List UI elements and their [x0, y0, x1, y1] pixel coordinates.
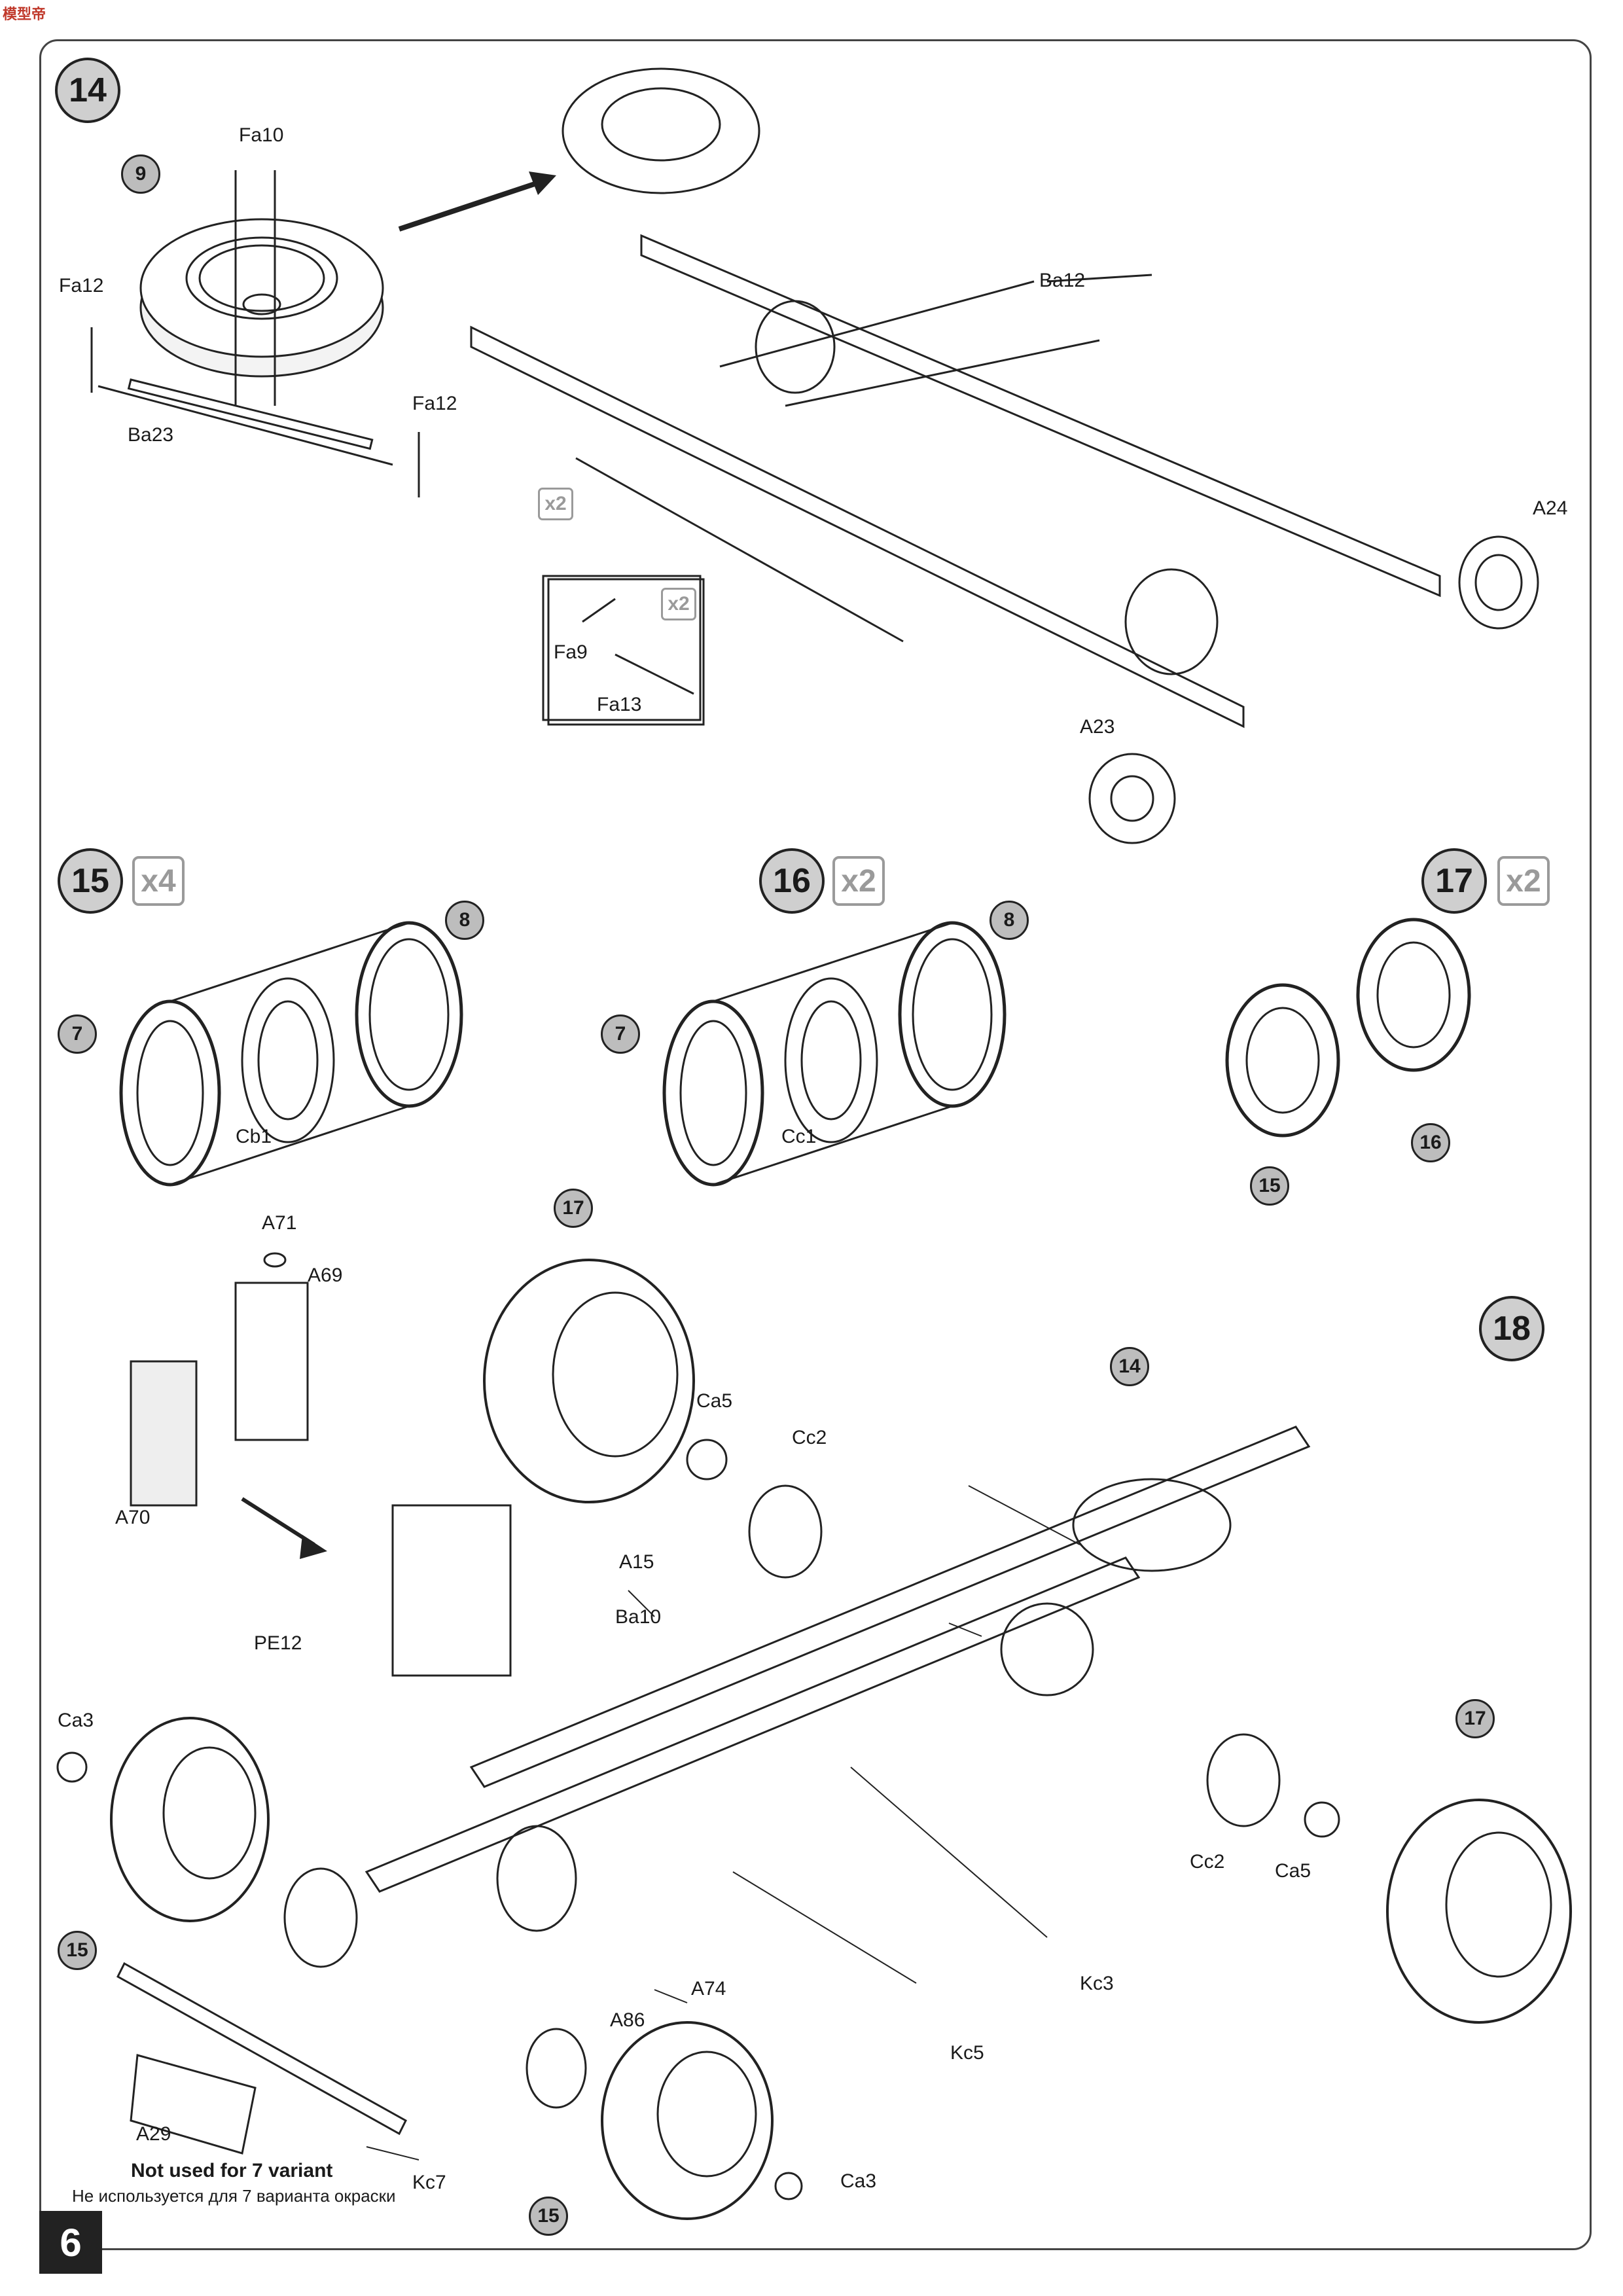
ref-circle-17-top: 17 [554, 1189, 593, 1228]
step14-spare-wheel [90, 170, 420, 497]
ref-circle-14: 14 [1110, 1347, 1149, 1386]
part-label-fa12-left: Fa12 [59, 275, 104, 296]
ref-circle-15-bottom: 15 [529, 2197, 568, 2236]
part-label-ca3-bottom: Ca3 [840, 2170, 877, 2192]
part-label-cc2-top: Cc2 [792, 1427, 827, 1448]
part-label-a71: A71 [262, 1212, 297, 1234]
step-14-badge: 14 [55, 58, 120, 123]
ref-circle-8-step16: 8 [990, 901, 1029, 940]
part-label-kc3: Kc3 [1080, 1973, 1114, 1994]
step14-arrow [398, 181, 538, 232]
part-label-a69: A69 [308, 1265, 343, 1286]
part-label-a23: A23 [1080, 716, 1115, 738]
ref-circle-16-step17: 16 [1411, 1123, 1450, 1162]
step18-radiator-parts [130, 1252, 327, 1559]
part-label-ba23: Ba23 [128, 424, 174, 446]
part-label-fa12-right: Fa12 [412, 393, 457, 414]
ref-circle-15-left: 15 [58, 1931, 97, 1970]
step18-leader-lines [366, 1485, 1080, 2161]
part-label-ba12: Ba12 [1039, 270, 1086, 291]
ref-circle-7-step16: 7 [601, 1014, 640, 1054]
part-label-a15: A15 [619, 1551, 654, 1573]
step14-inset-box [547, 578, 705, 726]
part-label-cc1: Cc1 [781, 1126, 817, 1147]
part-label-ca3-left: Ca3 [58, 1710, 94, 1731]
axle-quantity: x2 [538, 488, 573, 520]
step14-chassis [470, 67, 1539, 844]
ref-circle-15-step17: 15 [1250, 1166, 1289, 1206]
step18-wheels [56, 1259, 1572, 2220]
part-label-fa13: Fa13 [597, 694, 642, 715]
step17-wheel-pair [1225, 918, 1471, 1138]
part-label-fa9: Fa9 [554, 641, 588, 663]
watermark-logo: 模型帝 [3, 6, 46, 22]
step-17-badge: 17 [1421, 848, 1487, 914]
part-label-cb1: Cb1 [236, 1126, 272, 1147]
part-label-a70: A70 [115, 1507, 151, 1528]
part-label-kc7: Kc7 [412, 2172, 446, 2193]
part-label-ca5-top: Ca5 [696, 1390, 733, 1412]
note-russian: Не используется для 7 варианта окраски [72, 2186, 396, 2206]
step-15-badge: 15 [58, 848, 123, 914]
part-label-kc5: Kc5 [950, 2042, 984, 2064]
step-15-quantity: x4 [132, 856, 185, 906]
step18-chassis [116, 1426, 1311, 2155]
step16-wheel-exploded [662, 921, 1007, 1187]
part-label-ca5-right: Ca5 [1275, 1860, 1311, 1882]
inset-quantity: x2 [661, 588, 696, 620]
step-16-quantity: x2 [832, 856, 885, 906]
step15-wheel-exploded [119, 921, 463, 1187]
note-english: Not used for 7 variant [131, 2160, 333, 2181]
part-label-a24: A24 [1533, 497, 1568, 519]
ref-circle-17-right: 17 [1455, 1699, 1495, 1738]
step-18-badge: 18 [1479, 1296, 1544, 1361]
part-label-a74: A74 [691, 1978, 726, 2000]
ref-circle-9: 9 [121, 154, 160, 194]
page-number: 6 [39, 2211, 102, 2274]
part-label-ba10: Ba10 [615, 1606, 662, 1628]
part-label-a29: A29 [136, 2123, 171, 2145]
step-17-quantity: x2 [1497, 856, 1550, 906]
part-label-fa10: Fa10 [239, 124, 284, 146]
part-label-cc2-right: Cc2 [1190, 1851, 1225, 1873]
part-label-pe12: PE12 [254, 1632, 302, 1654]
page-frame [39, 39, 1592, 2250]
step-16-badge: 16 [759, 848, 825, 914]
ref-circle-7-step15: 7 [58, 1014, 97, 1054]
ref-circle-8-step15: 8 [445, 901, 484, 940]
part-label-a86: A86 [610, 2009, 645, 2031]
